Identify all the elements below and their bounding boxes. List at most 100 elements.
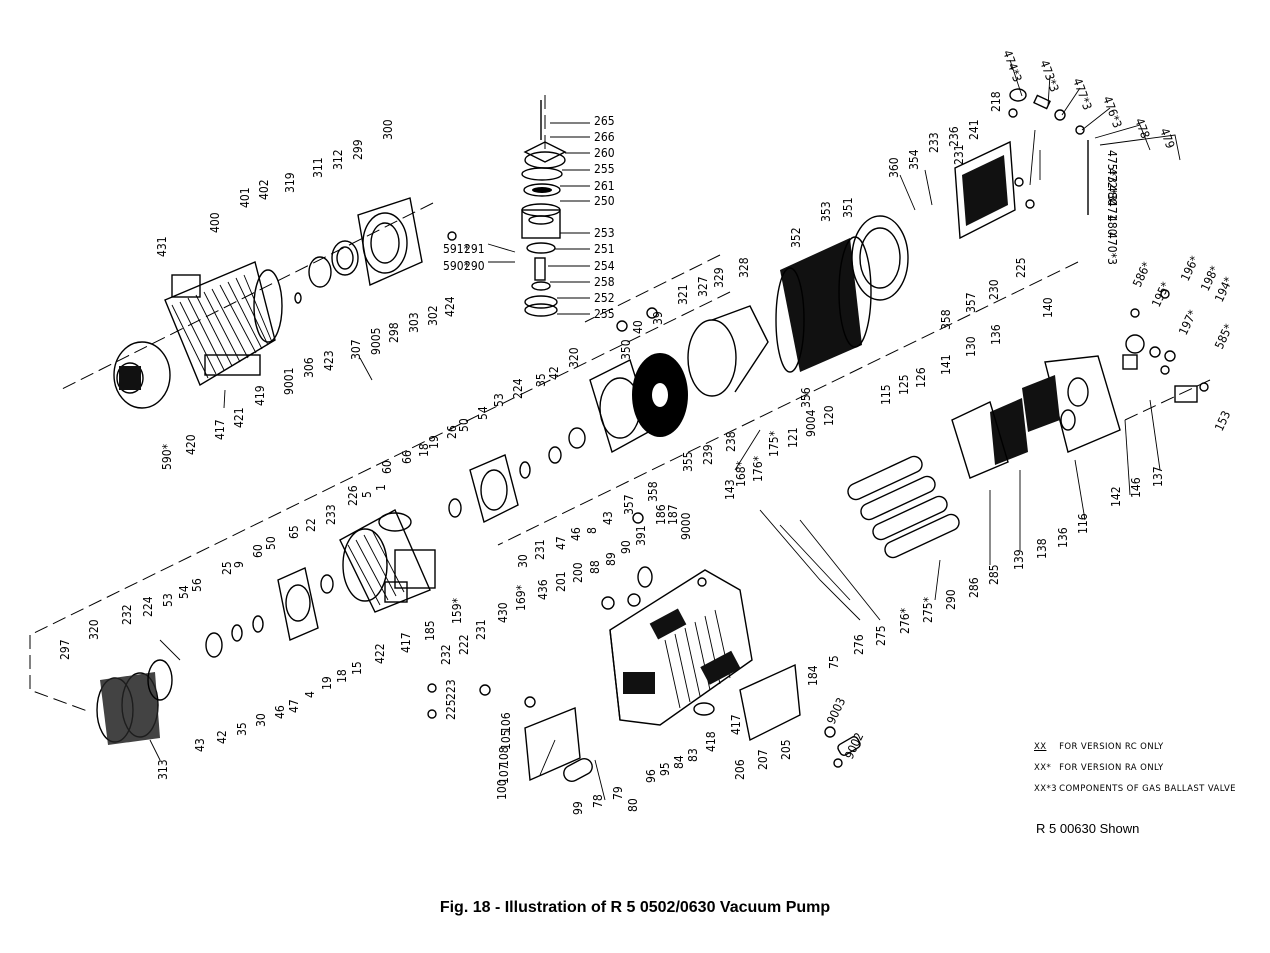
- part-number-label: 136: [989, 324, 1003, 345]
- part-number-label: 253: [594, 226, 615, 240]
- part-number-label: 417: [213, 419, 227, 440]
- filter-tubes: [847, 455, 960, 559]
- part-number-label: 176*: [751, 455, 765, 482]
- part-number-label: 105: [499, 729, 513, 750]
- part-number-label: 25: [220, 561, 234, 575]
- part-number-label: 226: [346, 485, 360, 506]
- part-number-label: 431: [155, 236, 169, 257]
- part-number-label: 60: [251, 544, 265, 558]
- part-number-label: 254: [594, 259, 615, 273]
- part-number-label: 241: [967, 119, 981, 140]
- part-number-label: 136: [1056, 527, 1070, 548]
- part-number-label: 250: [594, 194, 615, 208]
- part-number-label: 307: [349, 339, 363, 360]
- part-number-label: 302: [426, 305, 440, 326]
- part-number-label: 116: [1076, 513, 1090, 534]
- part-number-label: 291: [464, 242, 485, 256]
- part-number-label: 260: [594, 146, 615, 160]
- part-number-label: 286: [967, 577, 981, 598]
- part-number-label: 417: [729, 714, 743, 735]
- part-number-label: 99: [571, 801, 585, 815]
- part-number-label: 35: [235, 722, 249, 736]
- part-number-label: 223: [444, 679, 458, 700]
- part-number-label: 9000: [679, 512, 693, 540]
- part-number-label: 352: [789, 227, 803, 248]
- part-number-label: 357: [622, 494, 636, 515]
- part-number-label: 477*3: [1070, 76, 1094, 112]
- part-number-label: 106: [499, 712, 513, 733]
- part-number-label: 233: [324, 504, 338, 525]
- part-number-label: 422: [373, 643, 387, 664]
- part-number-label: 419: [253, 385, 267, 406]
- part-number-label: 222: [457, 634, 471, 655]
- part-number-label: 169*: [514, 584, 528, 611]
- part-number-label: 15: [350, 661, 364, 675]
- part-number-label: 471: [1105, 200, 1119, 221]
- legend: XX FOR VERSION RC ONLY XX* FOR VERSION R…: [1034, 742, 1236, 805]
- filter-assembly: [847, 334, 1198, 559]
- part-number-label: 252: [594, 291, 615, 305]
- assembly-axes: [29, 95, 1211, 713]
- part-number-label: 590*: [443, 259, 470, 273]
- part-number-label: 303: [407, 312, 421, 333]
- part-number-label: 19: [320, 676, 334, 690]
- part-number-label: 358: [646, 481, 660, 502]
- main-housing: [479, 566, 861, 782]
- part-number-label: 138: [1035, 538, 1049, 559]
- part-number-label: 46: [569, 527, 583, 541]
- part-number-label: 115: [879, 384, 893, 405]
- leader-lines: [149, 59, 1181, 801]
- part-number-label: 300: [381, 119, 395, 140]
- part-number-label: 480: [1105, 185, 1119, 206]
- part-number-label: 591*: [443, 242, 470, 256]
- part-number-label: 84: [672, 755, 686, 769]
- legend-row-gas-ballast: XX*3 COMPONENTS OF GAS BALLAST VALVE: [1034, 784, 1236, 805]
- part-number-label: 42: [215, 730, 229, 744]
- part-number-label: 130: [964, 336, 978, 357]
- option-markers: [427, 108, 1209, 768]
- part-number-label: 140: [1041, 297, 1055, 318]
- part-number-label: 54: [476, 406, 490, 420]
- part-number-label: 107: [497, 763, 511, 784]
- part-number-label: 88: [588, 560, 602, 574]
- part-number-label: 290: [464, 259, 485, 273]
- part-number-label: 197*: [1176, 307, 1200, 337]
- part-number-label: 251: [594, 242, 615, 256]
- figure-caption: Fig. 18 - Illustration of R 5 0502/0630 …: [439, 899, 831, 916]
- legend-key: XX*: [1034, 763, 1052, 773]
- part-number-label: 9001: [282, 368, 296, 395]
- part-number-label: 146: [1129, 477, 1143, 498]
- part-number-label: 96: [644, 769, 658, 783]
- part-number-label: 89: [604, 552, 618, 566]
- part-number-label: 201: [554, 571, 568, 592]
- part-number-label: 95: [658, 762, 672, 776]
- part-number-label: 357: [964, 292, 978, 313]
- part-number-label: 275*: [921, 596, 935, 623]
- part-number-label: 298: [387, 322, 401, 343]
- part-number-label: 186: [654, 504, 668, 525]
- part-number-label: 18: [335, 669, 349, 683]
- part-number-label: 297: [58, 639, 72, 660]
- part-number-label: 230: [987, 279, 1001, 300]
- part-number-label: 276*: [898, 607, 912, 634]
- part-number-label: 423: [322, 350, 336, 371]
- part-number-label: 255: [594, 162, 615, 176]
- part-number-label: 9003: [824, 695, 848, 726]
- part-number-label: 108: [497, 746, 511, 767]
- part-number-label: 53: [161, 593, 175, 607]
- part-number-label: 275: [874, 625, 888, 646]
- part-number-label: 207: [756, 749, 770, 770]
- part-number-label: 255: [594, 307, 615, 321]
- part-number-label: 40: [631, 320, 645, 334]
- part-number-label: 402: [257, 179, 271, 200]
- part-number-label: 18: [417, 443, 431, 457]
- part-number-label: 196*: [1178, 253, 1202, 283]
- legend-key: XX: [1034, 742, 1047, 752]
- part-number-label: 5: [360, 491, 374, 498]
- legend-row-ra: XX* FOR VERSION RA ONLY: [1034, 763, 1236, 784]
- part-number-label: 470*3: [1105, 232, 1119, 265]
- part-number-label: 47: [554, 536, 568, 550]
- part-number-label: 53: [492, 393, 506, 407]
- part-number-label: 153: [1212, 409, 1233, 434]
